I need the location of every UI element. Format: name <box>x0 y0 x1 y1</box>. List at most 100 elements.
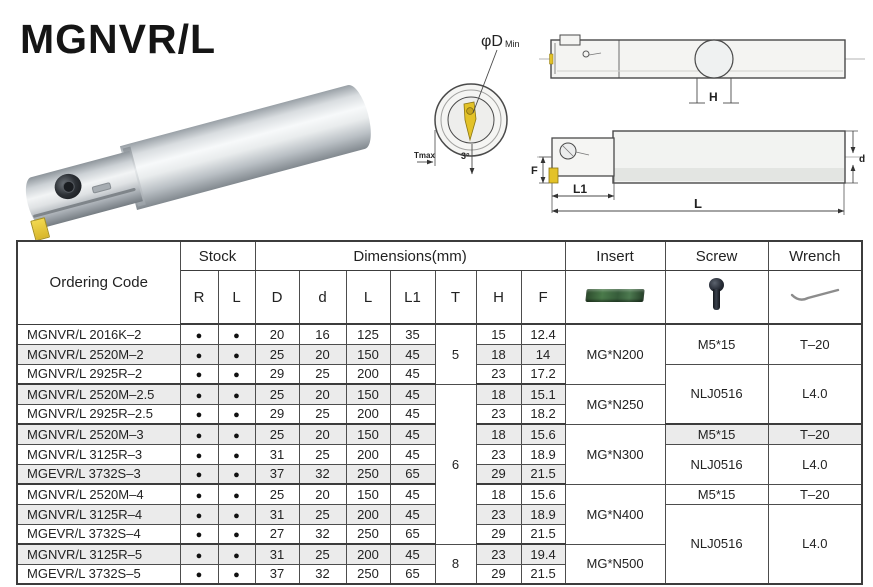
dim-F-cell: 18.2 <box>520 403 566 425</box>
stock-dot: ● <box>195 529 203 542</box>
stock-dot: ● <box>233 569 240 582</box>
ordering-code-cell: MGNVR/L 2925R–2.5 <box>16 403 181 425</box>
top-view-hook <box>588 52 602 56</box>
dim-D-cell: 29 <box>254 403 300 425</box>
ordering-code-cell: MGEVR/L 3732S–4 <box>16 523 181 545</box>
stock-r-cell: ● <box>179 383 219 405</box>
stock-dot: ● <box>195 349 203 362</box>
header-sub-L1: L1 <box>389 270 436 325</box>
stock-r-cell: ● <box>179 423 219 445</box>
header-sub-F: F <box>520 270 566 325</box>
stock-r-cell: ● <box>179 543 219 565</box>
dim-H-cell: 15 <box>475 323 522 345</box>
stock-l-cell: ● <box>217 543 256 565</box>
dim-L1-cell: 65 <box>389 563 436 585</box>
screw-cell: M5*15 <box>664 423 769 445</box>
dim-d-cell: 25 <box>298 543 347 565</box>
ordering-code-cell: MGNVR/L 2520M–4 <box>16 483 181 505</box>
header-wrench: Wrench <box>767 240 863 271</box>
dim-d-cell: 20 <box>298 423 347 445</box>
dim-H-cell: 23 <box>475 403 522 425</box>
dim-d-cell: 16 <box>298 323 347 345</box>
stock-l-cell: ● <box>217 503 256 525</box>
dim-L1-cell: 45 <box>389 543 436 565</box>
side-view-shade <box>614 168 844 181</box>
stock-l-cell: ● <box>217 323 256 345</box>
stock-dot: ● <box>233 389 240 402</box>
screw-cell: NLJ0516 <box>664 443 769 485</box>
stock-dot: ● <box>195 549 203 562</box>
dim-L-cell: 150 <box>345 423 391 445</box>
dim-D-cell: 31 <box>254 543 300 565</box>
dim-H-cell: 18 <box>475 343 522 365</box>
dim-D-cell: 31 <box>254 443 300 465</box>
dim-L1-cell: 45 <box>389 363 436 385</box>
stock-dot: ● <box>195 329 203 342</box>
ordering-code-cell: MGNVR/L 3125R–5 <box>16 543 181 565</box>
dim-F-cell: 21.5 <box>520 463 566 485</box>
dim-L1-cell: 65 <box>389 523 436 545</box>
stock-dot: ● <box>195 369 203 382</box>
side-view-head <box>551 137 615 177</box>
wrench-cell: T–20 <box>767 323 863 365</box>
dim-d-cell: 20 <box>298 483 347 505</box>
dim-D-cell: 27 <box>254 523 300 545</box>
dim-F-cell: 21.5 <box>520 563 566 585</box>
tool-photo <box>0 44 400 242</box>
stock-r-cell: ● <box>179 403 219 425</box>
side-view-insert <box>548 167 559 184</box>
f-dim-label: F <box>531 165 538 177</box>
dim-L-cell: 150 <box>345 383 391 405</box>
insert-group-cell: MG*N500 <box>564 543 666 585</box>
dim-F-cell: 18.9 <box>520 503 566 525</box>
side-view-hook <box>575 151 590 156</box>
spec-table-container: Ordering Code Stock Dimensions(mm) Inser… <box>16 240 864 585</box>
stock-dot: ● <box>195 429 203 442</box>
wrench-cell: L4.0 <box>767 443 863 485</box>
dim-d-cell: 25 <box>298 503 347 525</box>
stock-dot: ● <box>195 569 203 582</box>
dim-H-cell: 18 <box>475 423 522 445</box>
stock-dot: ● <box>195 489 203 502</box>
dim-H-cell: 18 <box>475 483 522 505</box>
tmax-label: Tmax <box>414 151 435 160</box>
screw-photo-icon <box>708 278 725 312</box>
dim-D-cell: 25 <box>254 423 300 445</box>
dim-L-cell: 200 <box>345 403 391 425</box>
stock-dot: ● <box>195 389 203 402</box>
stock-r-cell: ● <box>179 343 219 365</box>
dim-F-cell: 18.9 <box>520 443 566 465</box>
stock-r-cell: ● <box>179 443 219 465</box>
dim-D-cell: 29 <box>254 363 300 385</box>
stock-l-cell: ● <box>217 443 256 465</box>
l-dim-label: L <box>694 196 702 211</box>
stock-dot: ● <box>233 449 240 462</box>
dim-H-cell: 23 <box>475 363 522 385</box>
dim-d-cell: 25 <box>298 443 347 465</box>
stock-r-cell: ● <box>179 363 219 385</box>
t-group-cell: 8 <box>434 543 477 585</box>
dim-D-cell: 37 <box>254 563 300 585</box>
stock-l-cell: ● <box>217 423 256 445</box>
dim-L1-cell: 45 <box>389 343 436 365</box>
dim-L-cell: 200 <box>345 363 391 385</box>
screw-cell: NLJ0516 <box>664 503 769 585</box>
stock-l-cell: ● <box>217 523 256 545</box>
dim-D-cell: 25 <box>254 343 300 365</box>
dim-L1-cell: 65 <box>389 463 436 485</box>
front-view-insert-hole <box>466 107 474 115</box>
stock-dot: ● <box>233 409 240 422</box>
dim-F-cell: 15.6 <box>520 423 566 445</box>
dim-H-cell: 18 <box>475 383 522 405</box>
header-sub-L: L <box>345 270 391 325</box>
stock-l-cell: ● <box>217 363 256 385</box>
dim-F-cell: 15.1 <box>520 383 566 405</box>
dim-L-cell: 200 <box>345 543 391 565</box>
stock-dot: ● <box>233 349 240 362</box>
stock-l-cell: ● <box>217 463 256 485</box>
ordering-code-cell: MGEVR/L 3732S–5 <box>16 563 181 585</box>
dim-d-cell: 32 <box>298 563 347 585</box>
dim-L-cell: 250 <box>345 563 391 585</box>
dim-L1-cell: 45 <box>389 443 436 465</box>
header-insert-photo-cell <box>564 270 666 325</box>
